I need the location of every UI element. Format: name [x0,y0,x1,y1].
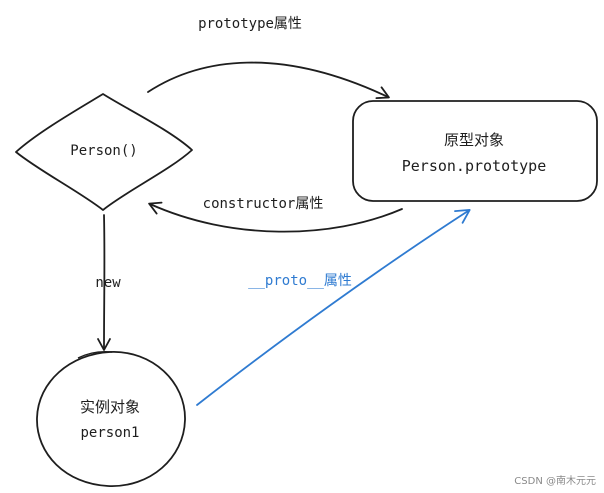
edge-proto: __proto__属性 [196,209,471,406]
proto-property-label: __proto__属性 [248,273,352,289]
proto-arrow [196,209,471,406]
instance-subtitle: person1 [80,425,139,441]
prototype-title: 原型对象 [444,131,504,149]
prototype-subtitle: Person.prototype [402,157,547,175]
prototype-box-shape [352,100,598,202]
watermark: CSDN @南木元元 [514,476,596,487]
instance-circle-overlap [77,350,113,359]
constructor-node: Person() [15,93,193,211]
constructor-property-label: constructor属性 [203,196,324,212]
edge-new: new [95,214,121,351]
new-label: new [95,275,121,291]
instance-circle-shape [36,351,186,487]
edge-constructor: constructor属性 [148,196,403,233]
edge-prototype: prototype属性 [147,16,390,100]
prototype-node: 原型对象 Person.prototype [352,100,598,202]
prototype-property-label: prototype属性 [198,16,302,32]
prototype-arrow [147,61,390,100]
constructor-diamond-shape [15,93,193,211]
constructor-arrow [148,201,403,233]
instance-title: 实例对象 [80,398,140,416]
constructor-label: Person() [70,143,137,159]
instance-node: 实例对象 person1 [36,350,186,487]
